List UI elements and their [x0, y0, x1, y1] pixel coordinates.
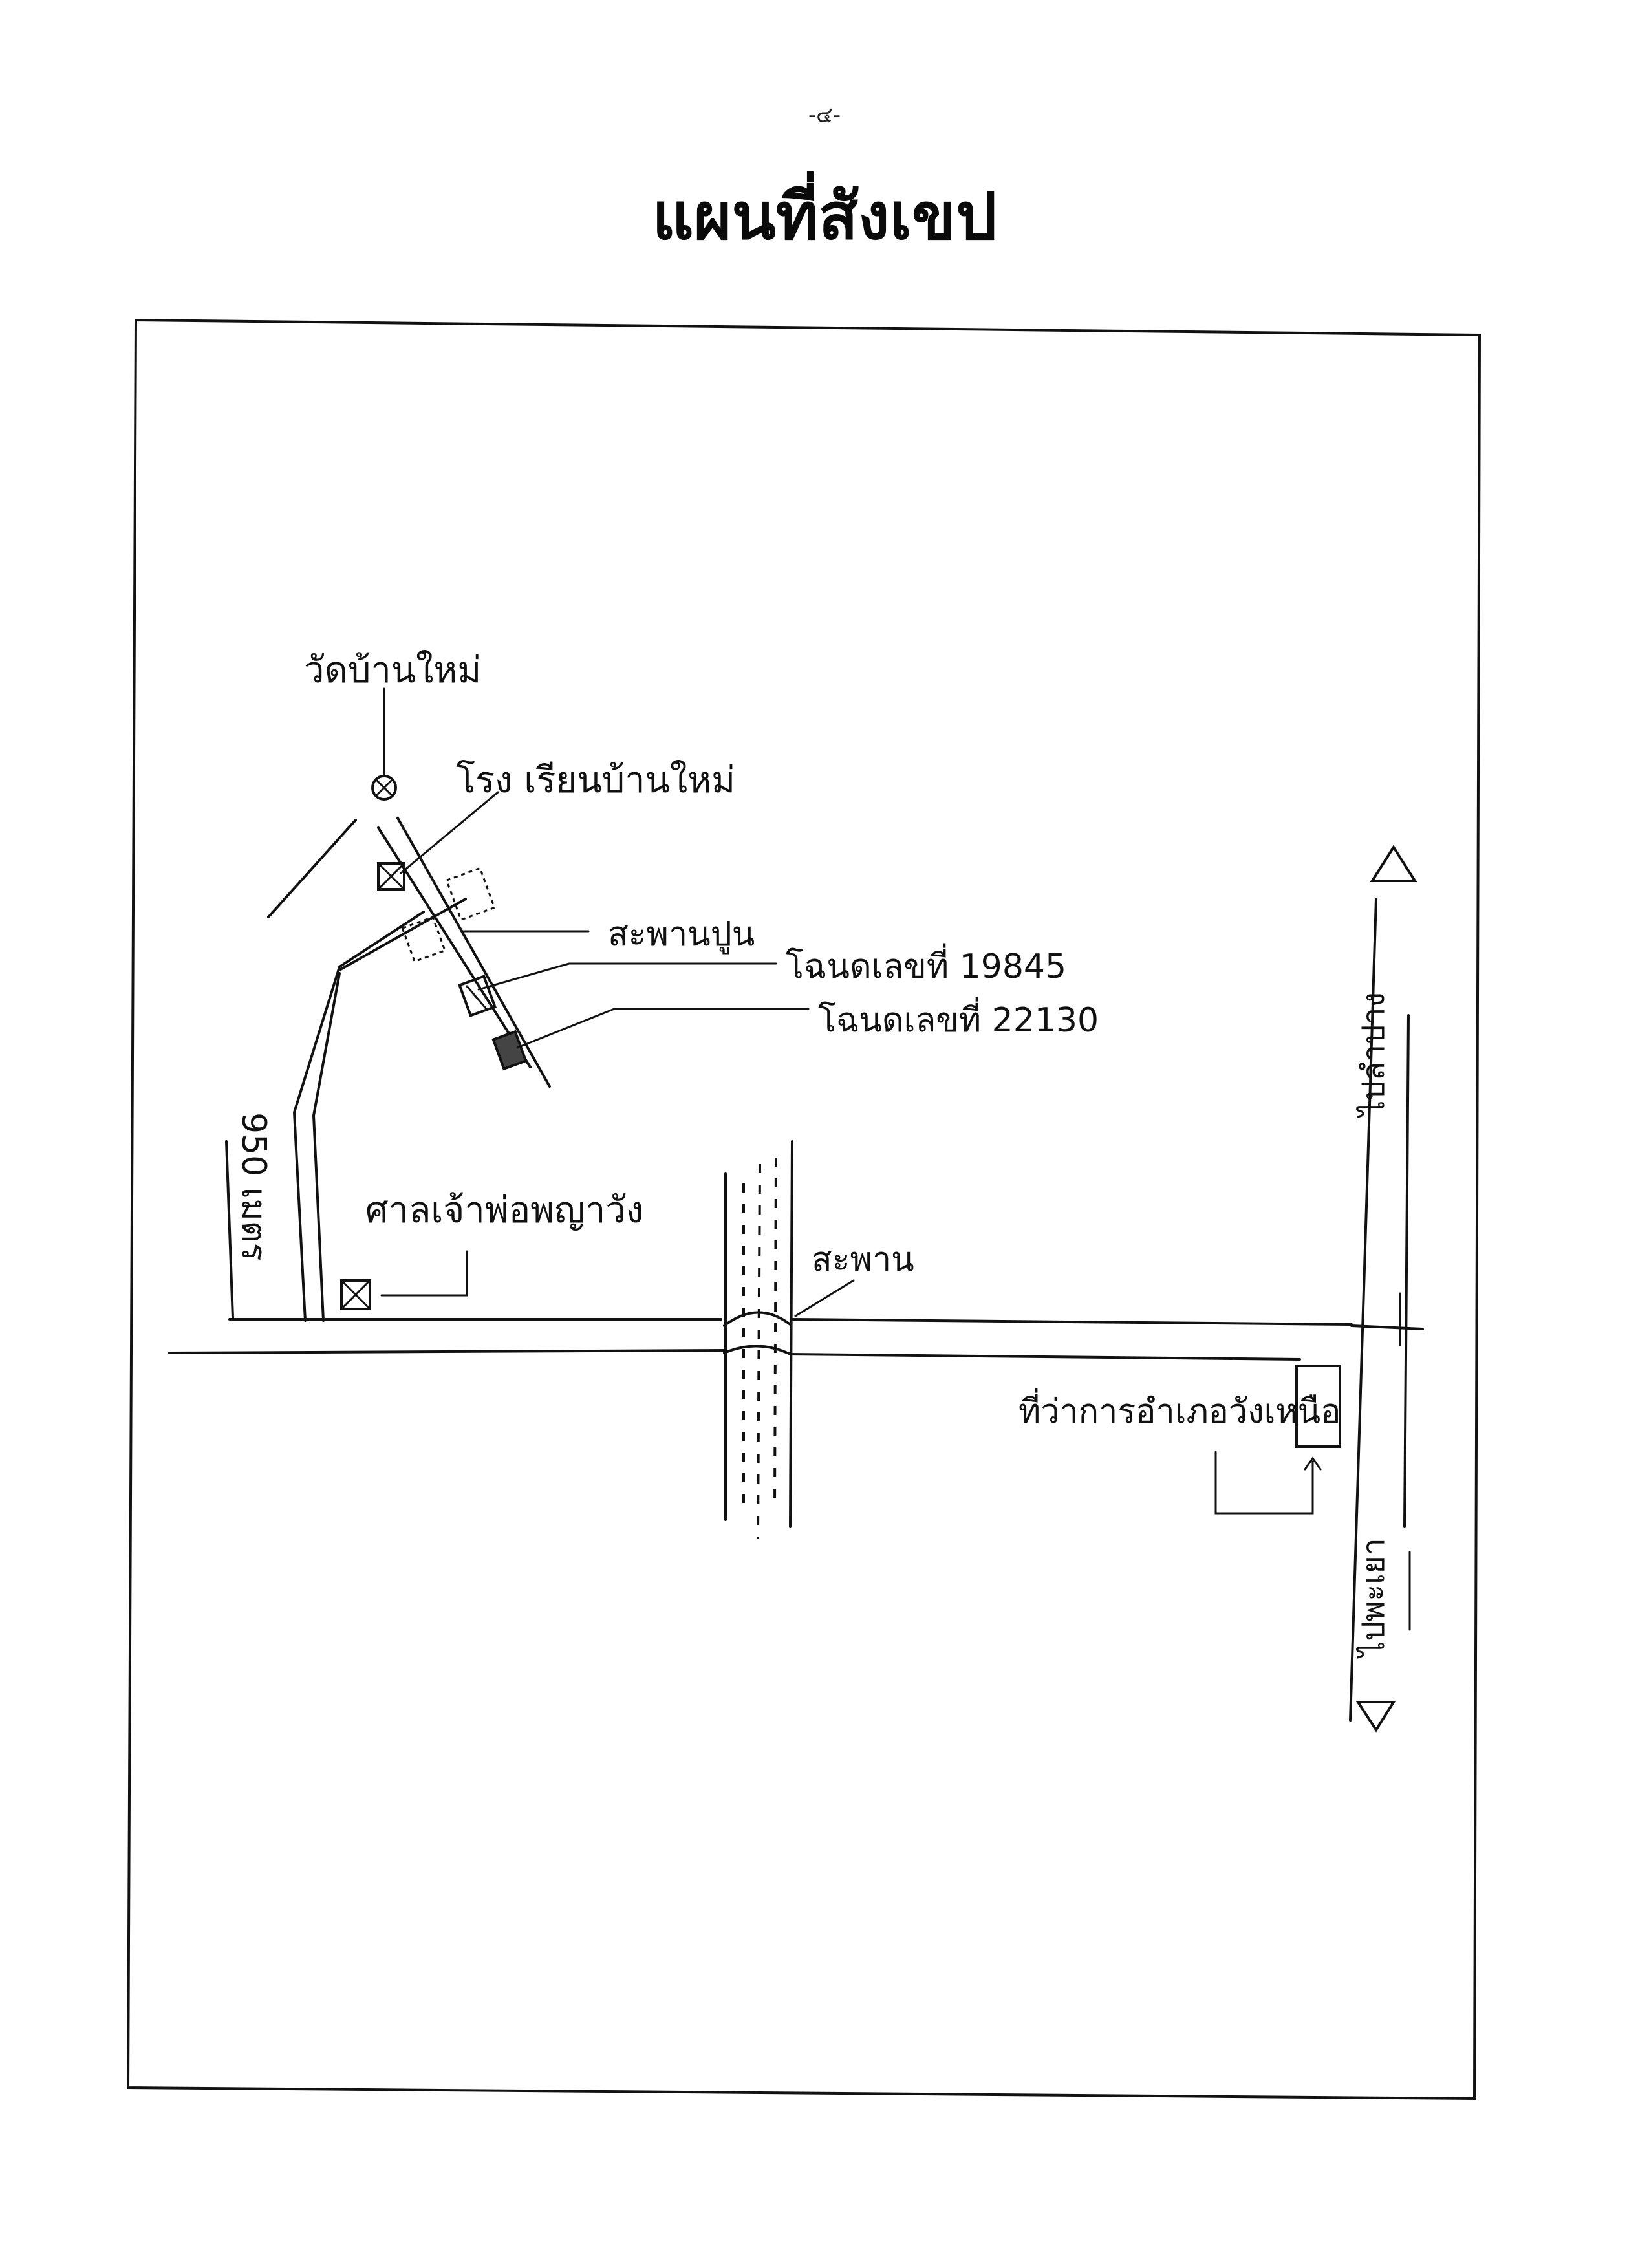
- page-number: -๔-: [808, 102, 841, 128]
- school-label: โรง เรียนบ้านใหม่: [456, 759, 735, 801]
- distance-label: 950 เมตร: [234, 1112, 273, 1261]
- river: [724, 1140, 793, 1540]
- south-arrow-icon: [1355, 1701, 1396, 1733]
- shrine-marker: [340, 1250, 468, 1310]
- bridge-pointer: [794, 1279, 855, 1317]
- temple-marker: [371, 687, 397, 801]
- village-road: [225, 817, 551, 1322]
- map-frame: [126, 318, 1482, 2101]
- deed-2-label: โฉนดเลขที่ 22130: [818, 997, 1099, 1040]
- map-title: แผนที่สังเขป: [652, 178, 997, 254]
- main-road: [168, 1318, 1424, 1361]
- school-marker: [377, 791, 499, 891]
- concrete-bridge-label: สะพานปูน: [608, 915, 755, 955]
- north-arrow-icon: [1370, 845, 1417, 882]
- shrine-label: ศาลเจ้าพ่อพญาวัง: [365, 1189, 643, 1231]
- road-north-label: ไปลำปาง: [1355, 992, 1392, 1119]
- road-south-label: ไปพะเยา: [1355, 1538, 1392, 1659]
- bridge-symbol: [723, 1311, 792, 1355]
- concrete-bridge-marker: [401, 867, 590, 963]
- highway-road: [1349, 898, 1411, 1722]
- deed-1-marker: [458, 962, 777, 1017]
- deed-1-label: โฉนดเลขที่ 19845: [786, 943, 1066, 986]
- district-office-marker: [1214, 1365, 1341, 1515]
- district-office-label: ที่ว่าการอำเภอวังเหนือ: [1018, 1388, 1341, 1431]
- bridge-label: สะพาน: [812, 1240, 914, 1279]
- deed-2-marker: [491, 1008, 810, 1071]
- temple-label: วัดบ้านใหม่: [304, 649, 481, 691]
